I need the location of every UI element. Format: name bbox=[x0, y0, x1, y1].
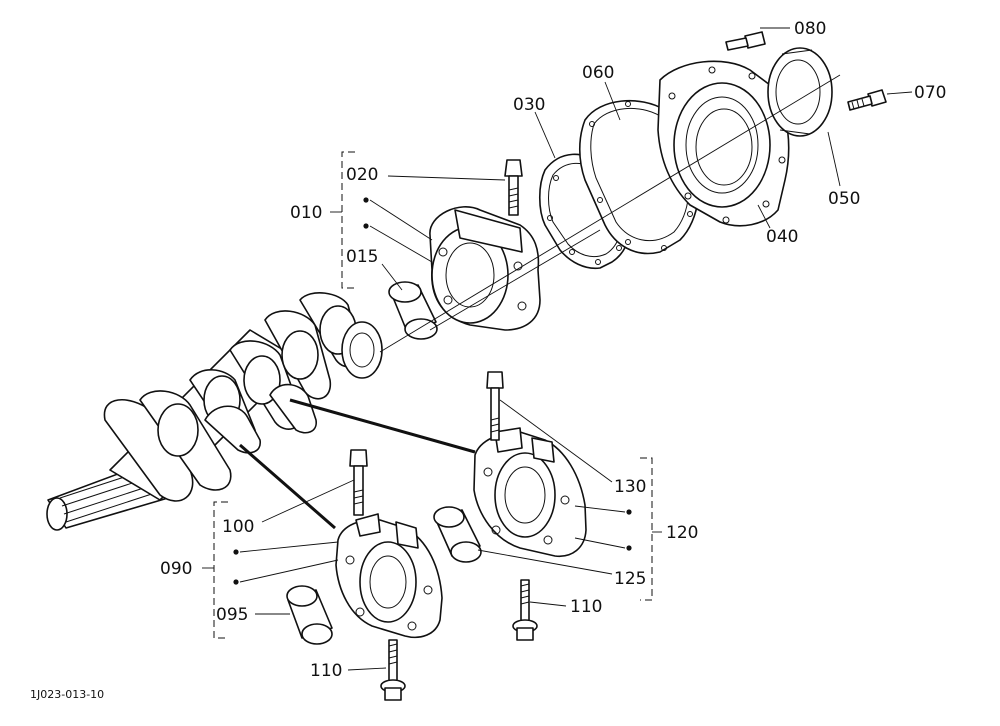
oil-seal-050 bbox=[767, 47, 833, 137]
label-020: 020 bbox=[346, 165, 378, 185]
label-100: 100 bbox=[222, 517, 254, 537]
label-130: 130 bbox=[614, 477, 646, 497]
label-120: 120 bbox=[666, 523, 698, 543]
label-010: 010 bbox=[290, 203, 322, 223]
main-bearing-case-120 bbox=[473, 427, 587, 557]
bolt-100 bbox=[349, 449, 368, 516]
group-brackets bbox=[202, 151, 662, 639]
label-060: 060 bbox=[582, 63, 614, 83]
main-bearing-case-090 bbox=[335, 513, 443, 639]
label-050: 050 bbox=[828, 189, 860, 209]
stud-bolt-110-right bbox=[512, 579, 538, 641]
bushing-125 bbox=[433, 506, 482, 563]
oil-seal-case-040 bbox=[657, 60, 790, 227]
bolt-130 bbox=[486, 371, 504, 441]
bearing-case-010 bbox=[429, 206, 541, 331]
label-090: 090 bbox=[160, 559, 192, 579]
label-095: 095 bbox=[216, 605, 248, 625]
bolt-080 bbox=[725, 31, 766, 51]
reference-dots bbox=[233, 197, 632, 585]
bolt-020 bbox=[504, 159, 523, 216]
crankshaft bbox=[46, 292, 383, 531]
label-080: 080 bbox=[794, 19, 826, 39]
bolt-070 bbox=[847, 89, 887, 111]
label-015: 015 bbox=[346, 247, 378, 267]
stud-bolt-110-bottom bbox=[380, 639, 406, 701]
label-110-right: 110 bbox=[570, 597, 602, 617]
drawing-code: 1J023-013-10 bbox=[30, 688, 104, 701]
label-110-bottom: 110 bbox=[310, 661, 342, 681]
label-125: 125 bbox=[614, 569, 646, 589]
bushing-015 bbox=[388, 281, 438, 340]
bushing-095 bbox=[286, 585, 333, 645]
assembly-center-lines bbox=[239, 74, 841, 530]
label-040: 040 bbox=[766, 227, 798, 247]
label-070: 070 bbox=[914, 83, 946, 103]
leader-lines bbox=[239, 27, 913, 671]
label-030: 030 bbox=[513, 95, 545, 115]
